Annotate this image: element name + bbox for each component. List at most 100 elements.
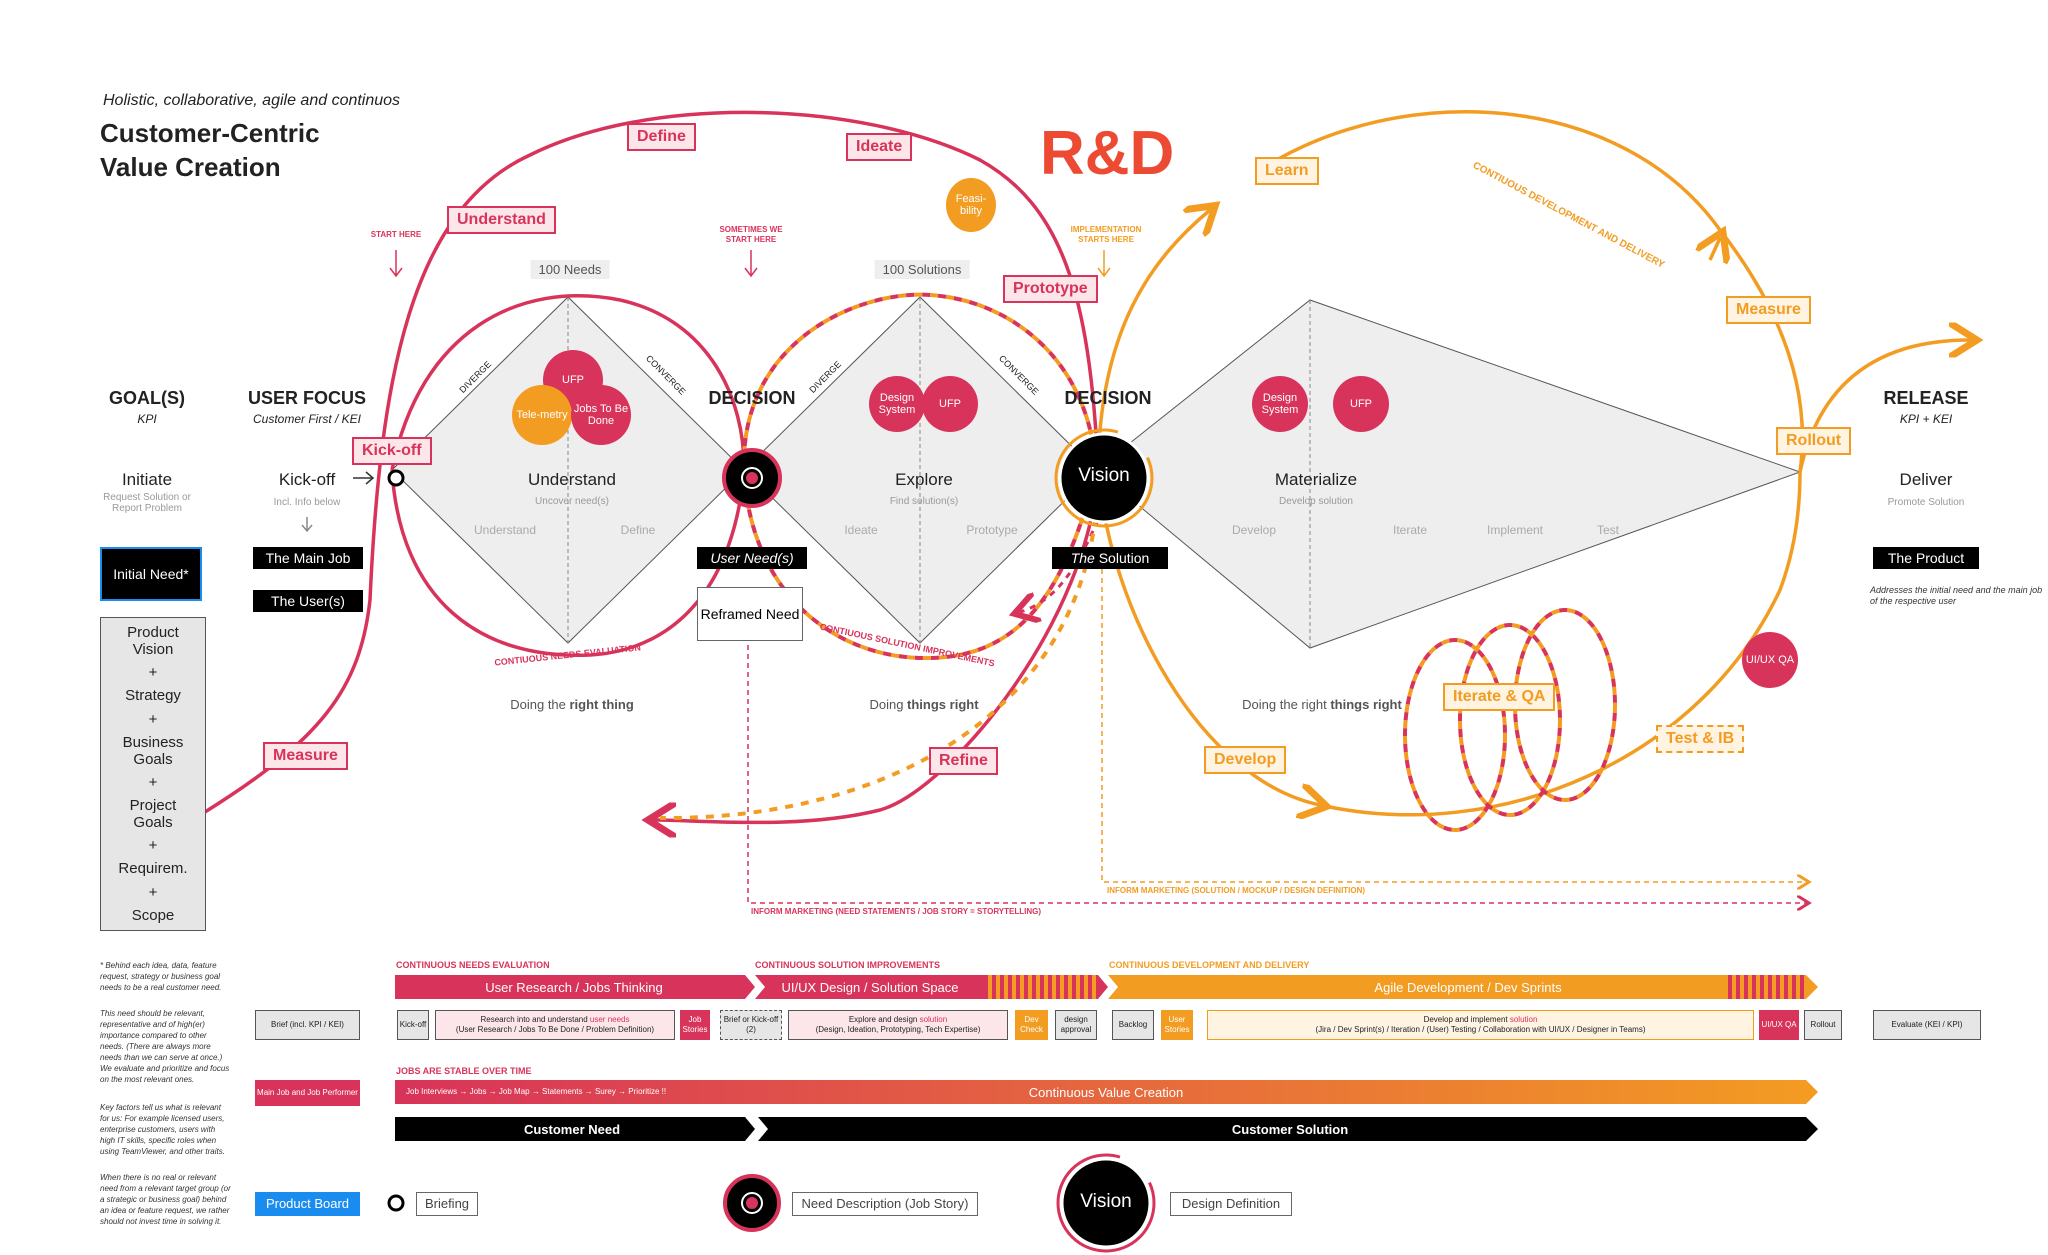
legend-vision-icon	[1056, 1153, 1156, 1253]
release-sub: KPI + KEI	[1899, 412, 1953, 426]
stack-plus: +	[148, 837, 158, 855]
d1-caption: Doing the right thing	[510, 697, 634, 712]
brief-kickoff-box: Brief or Kick-off (2)	[720, 1010, 782, 1040]
reframed-need-box: Reframed Need	[697, 587, 803, 641]
user-focus-sub: Customer First / KEI	[252, 412, 362, 426]
legend-briefing: Briefing	[416, 1192, 478, 1216]
impl-starts: IMPLEMENTATION STARTS HERE	[1070, 225, 1142, 244]
develop-b: (Jira / Dev Sprint(s) / Iteration / (Use…	[1315, 1025, 1646, 1034]
job-stories-box: Job Stories	[680, 1010, 710, 1040]
tag-refine: Refine	[929, 747, 998, 775]
customer-solution: Customer Solution	[1231, 1122, 1349, 1137]
develop-box: Develop and implement solution (Jira / D…	[1207, 1010, 1754, 1040]
user-stories-box: User Stories	[1161, 1010, 1193, 1040]
ufp-dot: UFP	[922, 376, 978, 432]
goals-title: GOAL(S)	[109, 388, 185, 408]
rd-title: R&D	[1040, 119, 1175, 188]
backlog-box: Backlog	[1112, 1010, 1154, 1040]
d3-step: Iterate	[1392, 523, 1428, 537]
decision1-title: DECISION	[708, 388, 796, 408]
start-arrows	[301, 250, 1111, 533]
jobs-stable: JOBS ARE STABLE OVER TIME	[396, 1066, 532, 1076]
legend-design-def: Design Definition	[1170, 1192, 1292, 1216]
tag-kickoff: Kick-off	[352, 437, 432, 465]
goals-stage: Initiate	[121, 470, 173, 489]
vision-circle-icon	[1054, 428, 1154, 528]
stack-plus: +	[148, 710, 158, 728]
develop-hl: solution	[1509, 1015, 1538, 1024]
title-line1: Customer-Centric	[100, 118, 320, 148]
users-box: The User(s)	[253, 590, 363, 612]
tag-measure-left: Measure	[263, 742, 348, 770]
user-need-box: User Need(s)	[697, 547, 807, 569]
develop-a: Develop and implement	[1423, 1015, 1510, 1024]
release-stage: Deliver	[1899, 470, 1953, 489]
tag-prototype: Prototype	[1003, 275, 1098, 303]
stack-plus: +	[148, 773, 158, 791]
footnote-4: When there is no real or relevant need f…	[100, 1173, 231, 1226]
legend-target-icon	[723, 1174, 781, 1232]
develop-text: Develop and implement solution	[1424, 1015, 1538, 1025]
design-approval-box: design approval	[1055, 1010, 1097, 1040]
explore-b: (Design, Ideation, Prototyping, Tech Exp…	[815, 1025, 981, 1034]
explore-a: Explore and design	[848, 1015, 920, 1024]
caption-bold: things right	[1330, 697, 1402, 712]
subtitle: Holistic, collaborative, agile and conti…	[103, 92, 401, 109]
stack-item: Requirem.	[118, 860, 188, 878]
bottom-arc	[659, 469, 1101, 821]
d1-right: Define	[620, 523, 656, 537]
release-stage-sub: Promote Solution	[1887, 497, 1965, 508]
product-box: The Product	[1873, 547, 1979, 569]
d3-sub: Develop solution	[1279, 496, 1353, 507]
caption-text: Doing	[869, 697, 908, 712]
research-b: (User Research / Jobs To Be Done / Probl…	[455, 1025, 655, 1034]
cvc-label: Continuous Value Creation	[1028, 1085, 1184, 1100]
dev-check-box: Dev Check	[1015, 1010, 1048, 1040]
d2-label: Explore	[895, 470, 953, 489]
needs-count: 100 Needs	[530, 260, 610, 279]
d3-step: Test	[1596, 523, 1620, 537]
h-needs: CONTINUOUS NEEDS EVALUATION	[396, 960, 550, 970]
start-here: START HERE	[370, 230, 422, 239]
research-hl: user needs	[589, 1015, 630, 1024]
decision2-title: DECISION	[1064, 388, 1152, 408]
legend-vision-label: Vision	[1080, 1191, 1132, 1212]
footnote-2: This need should be relevant, representa…	[100, 1009, 230, 1084]
bar-uiux: UI/UX Design / Solution Space	[781, 980, 959, 995]
stack-plus: +	[148, 883, 158, 901]
kickoff-point-icon	[387, 469, 405, 487]
tag-define: Define	[627, 123, 696, 151]
release-title: RELEASE	[1883, 388, 1969, 408]
legend-need-desc: Need Description (Job Story)	[792, 1192, 978, 1216]
d2-sub: Find solution(s)	[889, 496, 959, 507]
explore-hl: solution	[919, 1015, 948, 1024]
product-board-badge: Product Board	[255, 1192, 360, 1216]
design-system-dot: Design System	[1252, 376, 1308, 432]
caption-bold: things right	[907, 697, 979, 712]
initial-need-box: Initial Need*	[100, 547, 202, 601]
tag-measure-right: Measure	[1726, 296, 1811, 324]
tag-learn: Learn	[1255, 157, 1319, 185]
d1-left: Understand	[473, 523, 537, 537]
d3-step: Develop	[1231, 523, 1277, 537]
solution-text: Solution	[1098, 550, 1150, 566]
main-job-strip: Main Job and Job Performer	[255, 1080, 360, 1106]
legend-briefing-icon	[387, 1194, 405, 1212]
stack-item: Scope	[131, 906, 175, 924]
bar-agile: Agile Development / Dev Sprints	[1374, 980, 1562, 995]
footnote-3: Key factors tell us what is relevant for…	[100, 1103, 225, 1156]
tag-ideate: Ideate	[846, 133, 913, 161]
sometimes-start: SOMETIMES WE START HERE	[719, 225, 783, 244]
explore-text: Explore and design solution	[849, 1015, 947, 1025]
caption-bold: right thing	[569, 697, 634, 712]
h-dev: CONTINUOUS DEVELOPMENT AND DELIVERY	[1109, 960, 1310, 970]
inform-lines	[747, 560, 1806, 903]
telemetry-dot: Tele-metry	[512, 385, 572, 445]
bar-research: User Research / Jobs Thinking	[485, 980, 663, 995]
flow-text: Job Interviews → Jobs → Job Map → Statem…	[406, 1087, 667, 1096]
caption-text: Doing the right	[1242, 697, 1331, 712]
feasibility-dot: Feasi-bility	[946, 178, 996, 232]
d3-label: Materialize	[1274, 470, 1358, 489]
design-system-dot: Design System	[869, 376, 925, 432]
